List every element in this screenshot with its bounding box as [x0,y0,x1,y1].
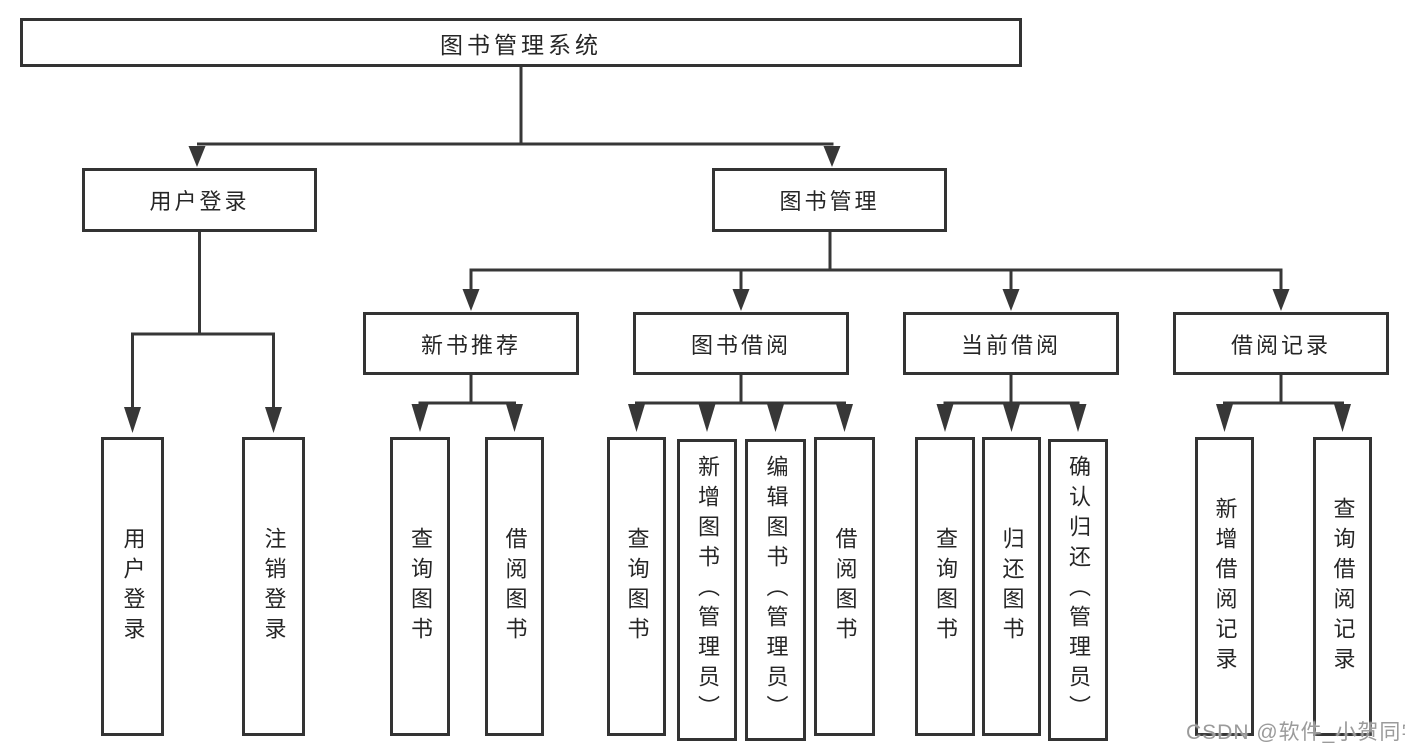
node-label: 查询图书 [408,526,433,647]
node-label: 新增借阅记录 [1212,496,1238,677]
node-label: 归还图书 [999,526,1025,647]
node-new-book-recommendation: 新书推荐 [363,312,579,375]
node-label: 借阅记录 [1230,332,1331,358]
node-current-borrowing: 当前借阅 [903,312,1119,375]
node-book-management: 图书管理 [712,168,947,232]
leaf-borrow-books-borrowing: 借阅图书 [814,437,875,736]
node-label: 查询图书 [624,526,650,647]
node-library-management-system: 图书管理系统 [20,18,1022,67]
leaf-query-books-recommend: 查询图书 [390,437,450,736]
node-label: 借阅图书 [832,526,858,647]
node-label: 查询借阅记录 [1330,496,1356,677]
leaf-query-books-borrowing: 查询图书 [607,437,666,736]
leaf-add-borrow-record: 新增借阅记录 [1195,437,1254,736]
node-label: 借阅图书 [502,526,528,647]
node-book-borrowing: 图书借阅 [633,312,849,375]
node-user-login: 用户登录 [82,168,317,232]
leaf-return-book: 归还图书 [982,437,1041,736]
node-label: 编辑图书（管理员） [763,455,789,725]
node-label: 图书管理系统 [440,31,602,58]
leaf-borrow-books-recommend: 借阅图书 [485,437,544,736]
node-label: 图书借阅 [690,332,791,358]
node-borrowing-records: 借阅记录 [1173,312,1389,375]
leaf-add-book-admin: 新增图书（管理员） [677,439,737,741]
node-label: 确认归还（管理员） [1066,455,1091,725]
node-label: 新增图书（管理员） [695,455,720,725]
leaf-query-borrow-record: 查询借阅记录 [1313,437,1372,736]
node-label: 新书推荐 [420,332,521,358]
leaf-confirm-return-admin: 确认归还（管理员） [1048,439,1108,741]
node-label: 查询图书 [933,526,958,647]
node-label: 用户登录 [149,189,250,214]
node-label: 注销登录 [261,526,287,647]
node-label: 用户登录 [120,526,146,647]
node-label: 当前借阅 [960,332,1061,358]
leaf-user-login: 用户登录 [101,437,164,736]
node-label: 图书管理 [779,189,880,214]
csdn-watermark: CSDN @软件_小贺同学 [1186,721,1405,744]
leaf-edit-book-admin: 编辑图书（管理员） [745,439,806,741]
leaf-logout: 注销登录 [242,437,305,736]
leaf-query-books-current: 查询图书 [915,437,975,736]
